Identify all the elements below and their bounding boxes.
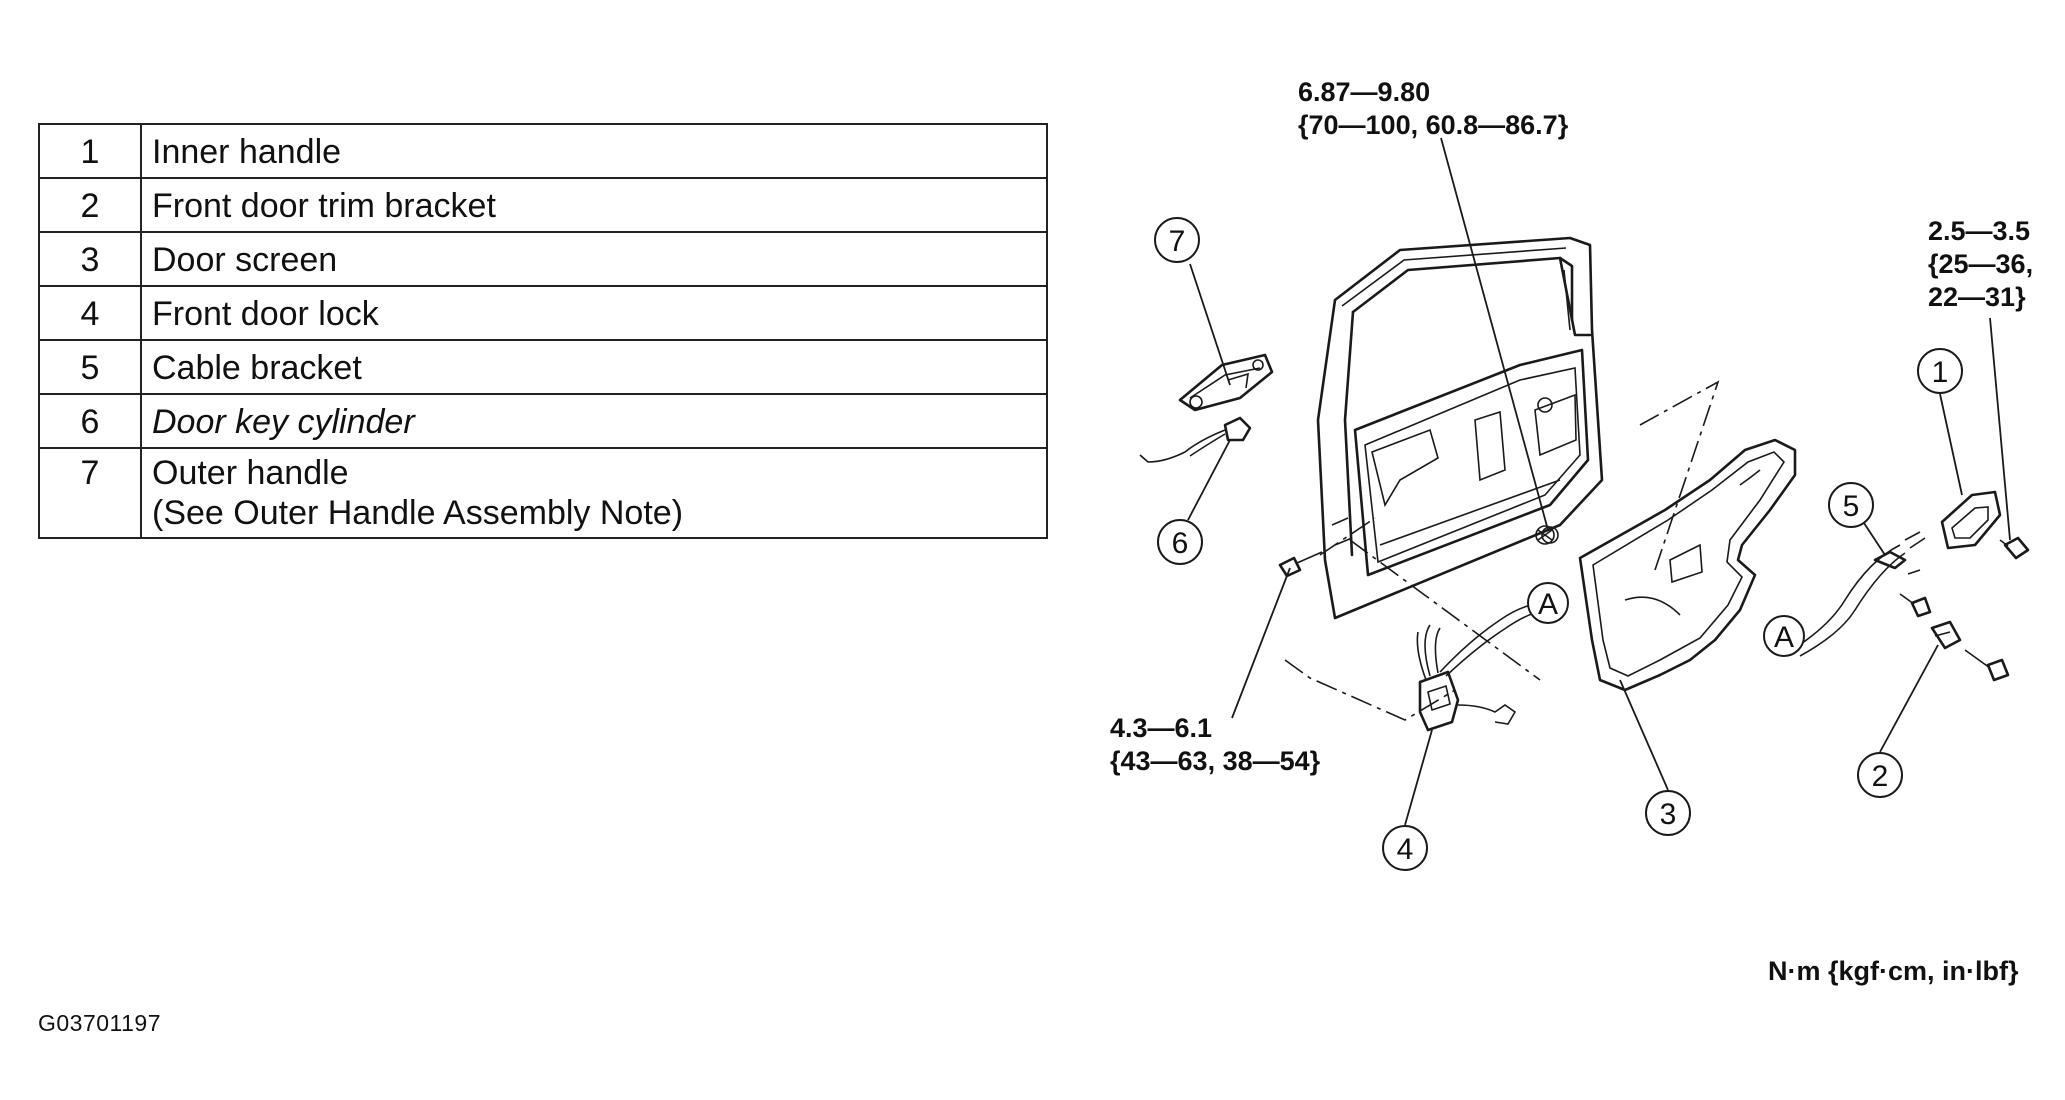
alignment-guide — [1284, 659, 1456, 721]
alignment-guide — [1349, 539, 1541, 681]
legend-description: Outer handle (See Outer Handle Assembly … — [140, 447, 1048, 539]
legend-row: 3 Door screen — [38, 231, 1048, 287]
alignment-guide — [1639, 380, 1720, 571]
torque-spec-top: 6.87—9.80 {70—100, 60.8—86.7} — [1298, 76, 1568, 142]
legend-number: 2 — [38, 177, 142, 233]
connector-marker-a: A — [1527, 582, 1569, 624]
figure-code: G03701197 — [38, 1010, 162, 1036]
legend-description: Cable bracket — [140, 339, 1048, 395]
legend-description: Inner handle — [140, 123, 1048, 179]
torque-value: 4.3—6.1 — [1110, 713, 1213, 743]
legend-number: 1 — [38, 123, 142, 179]
connector-marker-a: A — [1763, 615, 1805, 657]
torque-value: 6.87—9.80 — [1298, 77, 1431, 107]
callout-number: 6 — [1172, 527, 1189, 560]
legend-description-note: (See Outer Handle Assembly Note) — [152, 494, 684, 532]
screw — [1899, 593, 1932, 618]
torque-spec-left: 4.3—6.1 {43—63, 38—54} — [1110, 712, 1320, 778]
torque-value-converted: {43—63, 38—54} — [1110, 746, 1321, 776]
legend-number: 4 — [38, 285, 142, 341]
legend-number: 6 — [38, 393, 142, 449]
legend-row: 1 Inner handle — [38, 123, 1048, 179]
callout-number: 7 — [1169, 225, 1186, 258]
callout-number: 4 — [1397, 833, 1414, 866]
front-door-lock — [1416, 602, 1546, 732]
screw — [1278, 551, 1323, 578]
bolt — [1999, 536, 2030, 560]
callout-5: 5 — [1828, 482, 1874, 528]
legend-row: 7 Outer handle (See Outer Handle Assembl… — [38, 447, 1048, 539]
callout-6: 6 — [1157, 519, 1203, 565]
door-frame — [1316, 236, 1604, 620]
legend-description-line: Outer handle — [152, 454, 349, 492]
outer-handle — [1178, 353, 1274, 412]
callout-number: 1 — [1932, 356, 1949, 389]
callout-3: 3 — [1645, 790, 1691, 836]
callout-number: 3 — [1660, 798, 1677, 831]
legend-number: 3 — [38, 231, 142, 287]
leader-lines — [1187, 137, 2011, 826]
legend-number: 7 — [38, 447, 142, 539]
legend-row: 2 Front door trim bracket — [38, 177, 1048, 233]
cable-bracket — [1784, 531, 1926, 657]
torque-value-converted: {70—100, 60.8—86.7} — [1298, 110, 1569, 140]
inner-handle — [1940, 490, 2002, 550]
connector-letter: A — [1538, 588, 1558, 621]
legend-description: Door screen — [140, 231, 1048, 287]
callout-7: 7 — [1154, 217, 1200, 263]
parts-legend-table: 1 Inner handle 2 Front door trim bracket… — [38, 123, 1048, 539]
connector-letter: A — [1774, 621, 1794, 654]
front-door-trim-bracket — [1930, 620, 1962, 650]
door-screen — [1578, 438, 1797, 692]
callout-1: 1 — [1917, 348, 1963, 394]
callout-2: 2 — [1857, 752, 1903, 798]
torque-units-label: N·m {kgf·cm, in·lbf} — [1768, 956, 2019, 986]
bolt — [1535, 525, 1555, 545]
door-key-cylinder — [1139, 416, 1252, 463]
callout-number: 2 — [1872, 760, 1889, 793]
torque-value-converted: 22—31} — [1928, 282, 2026, 312]
legend-description: Front door lock — [140, 285, 1048, 341]
callout-4: 4 — [1382, 825, 1428, 871]
torque-value: 2.5—3.5 — [1928, 216, 2031, 246]
torque-value-converted: {25—36, — [1928, 249, 2034, 279]
legend-description: Door key cylinder — [140, 393, 1048, 449]
legend-row: 6 Door key cylinder — [38, 393, 1048, 449]
legend-row: 5 Cable bracket — [38, 339, 1048, 395]
callout-number: 5 — [1843, 490, 1860, 523]
legend-row: 4 Front door lock — [38, 285, 1048, 341]
torque-spec-right: 2.5—3.5 {25—36, 22—31} — [1928, 215, 2033, 314]
screw — [1964, 649, 2010, 682]
legend-description: Front door trim bracket — [140, 177, 1048, 233]
alignment-guide — [1319, 517, 1376, 556]
legend-number: 5 — [38, 339, 142, 395]
